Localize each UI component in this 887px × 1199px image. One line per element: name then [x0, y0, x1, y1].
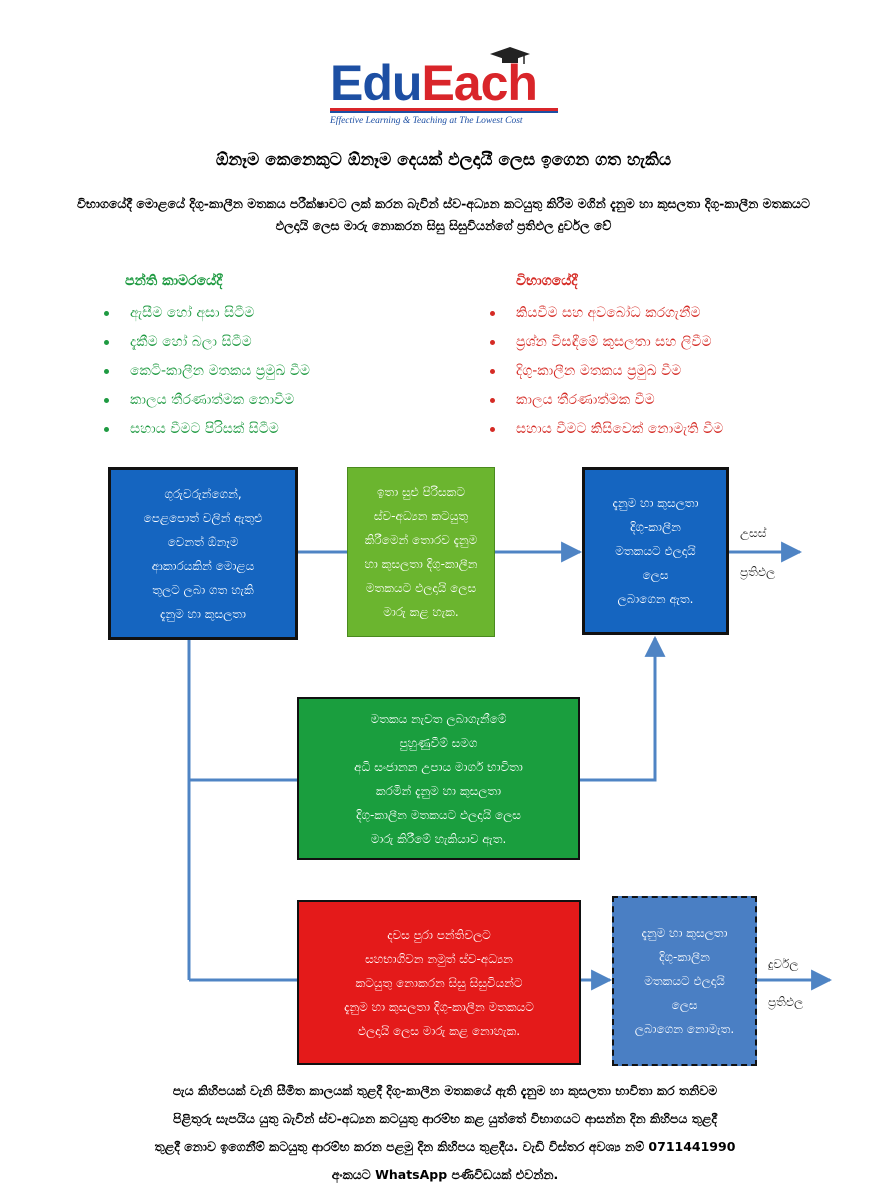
bullet-icon [104, 398, 109, 403]
arrow-recall-to-retained [580, 635, 666, 782]
exam-item: කාලය තීරණාත්මක වීම [486, 386, 723, 415]
bullet-icon [490, 311, 495, 316]
weak-result-label: ප්‍රතිඵල [768, 995, 804, 1009]
exam-item: කියවීම සහ අවබෝධ කරගැනීම [486, 299, 723, 328]
brand-each: Each [421, 55, 538, 111]
footer-line: අංකයට WhatsApp පණිවිඩයක් එවන්න. [331, 1167, 559, 1182]
brand-name: EduEach [330, 53, 538, 113]
classroom-item: ඇසීම හෝ අසා සිටීම [100, 299, 310, 328]
high-result-label: ප්‍රතිඵල [740, 565, 776, 579]
classroom-item: දැකීම හෝ බලා සිටීම [100, 328, 310, 357]
eduEach-logo: EduEach Effective Learning & Teaching at… [330, 45, 565, 135]
exam-list: කියවීම සහ අවබෝධ කරගැනීම ප්‍රශ්න විසඳීමේ … [486, 299, 723, 444]
classroom-column: පන්ති කාමරයේදී ඇසීම හෝ අසා සිටීම දැකීම හ… [100, 273, 310, 444]
footer-note: පැය කිහිපයක් වැනි සීමිත කාලයක් තුළදී දිග… [70, 1077, 820, 1189]
bullet-icon [490, 398, 495, 403]
bullet-icon [104, 427, 109, 432]
bullet-icon [104, 311, 109, 316]
exam-item: දිගු-කාලීන මතකය ප්‍රමුඛ වීම [486, 357, 723, 386]
footer-line: පැය කිහිපයක් වැනි සීමිත කාලයක් තුළදී දිග… [172, 1083, 718, 1098]
box-knowledge-sources: ගුරුවරුන්ගෙන්,පෙළපොත් වලින් ඇතුළුවෙනත් ඕ… [108, 467, 298, 640]
footer-line: තුළදී නොව ඉගෙනීම් කටයුතු ආරම්භ කරන පළමු … [154, 1139, 736, 1154]
classroom-list: ඇසීම හෝ අසා සිටීම දැකීම හෝ බලා සිටීම කෙට… [100, 299, 310, 444]
weak-result-label: දුර්වල [768, 957, 799, 971]
bullet-icon [104, 340, 109, 345]
page-headline: ඕනෑම කෙනෙකුට ඕනෑම දෙයක් ඵලදායී ලෙස ඉගෙන … [215, 150, 672, 170]
brand-edu: Edu [330, 55, 422, 111]
bullet-icon [490, 427, 495, 432]
footer-line: පිළිතුරු සැපයිය යුතු බැවින් ස්ව-අධ්‍යන ක… [173, 1111, 717, 1126]
bullet-icon [104, 369, 109, 374]
classroom-item: කෙටි-කාලීන මතකය ප්‍රමුඛ වීම [100, 357, 310, 386]
high-result-label: උසස් [740, 526, 767, 540]
logo-tagline: Effective Learning & Teaching at The Low… [330, 111, 558, 126]
graduation-cap-icon [490, 47, 530, 64]
exam-column: විභාගයේදී කියවීම සහ අවබෝධ කරගැනීම ප්‍රශ්… [486, 273, 723, 444]
classroom-item: සහාය වීමට පිරිසක් සිටීම [100, 415, 310, 444]
bullet-icon [490, 340, 495, 345]
exam-item: ප්‍රශ්න විසඳීමේ කුසලතා සහ ලිවීම [486, 328, 723, 357]
classroom-title: පන්ති කාමරයේදී [125, 273, 223, 289]
exam-item: සහාය වීමට කිසිවෙක් නොමැති වීම [486, 415, 723, 444]
logo-underline [330, 108, 558, 111]
bullet-icon [490, 369, 495, 374]
exam-title: විභාගයේදී [516, 273, 578, 289]
intro-paragraph: විභාගයේදී මොළයේ දිගු-කාලීන මතකය පරීක්ෂාව… [77, 196, 810, 233]
classroom-item: කාලය තීරණාත්මක නොවීම [100, 386, 310, 415]
